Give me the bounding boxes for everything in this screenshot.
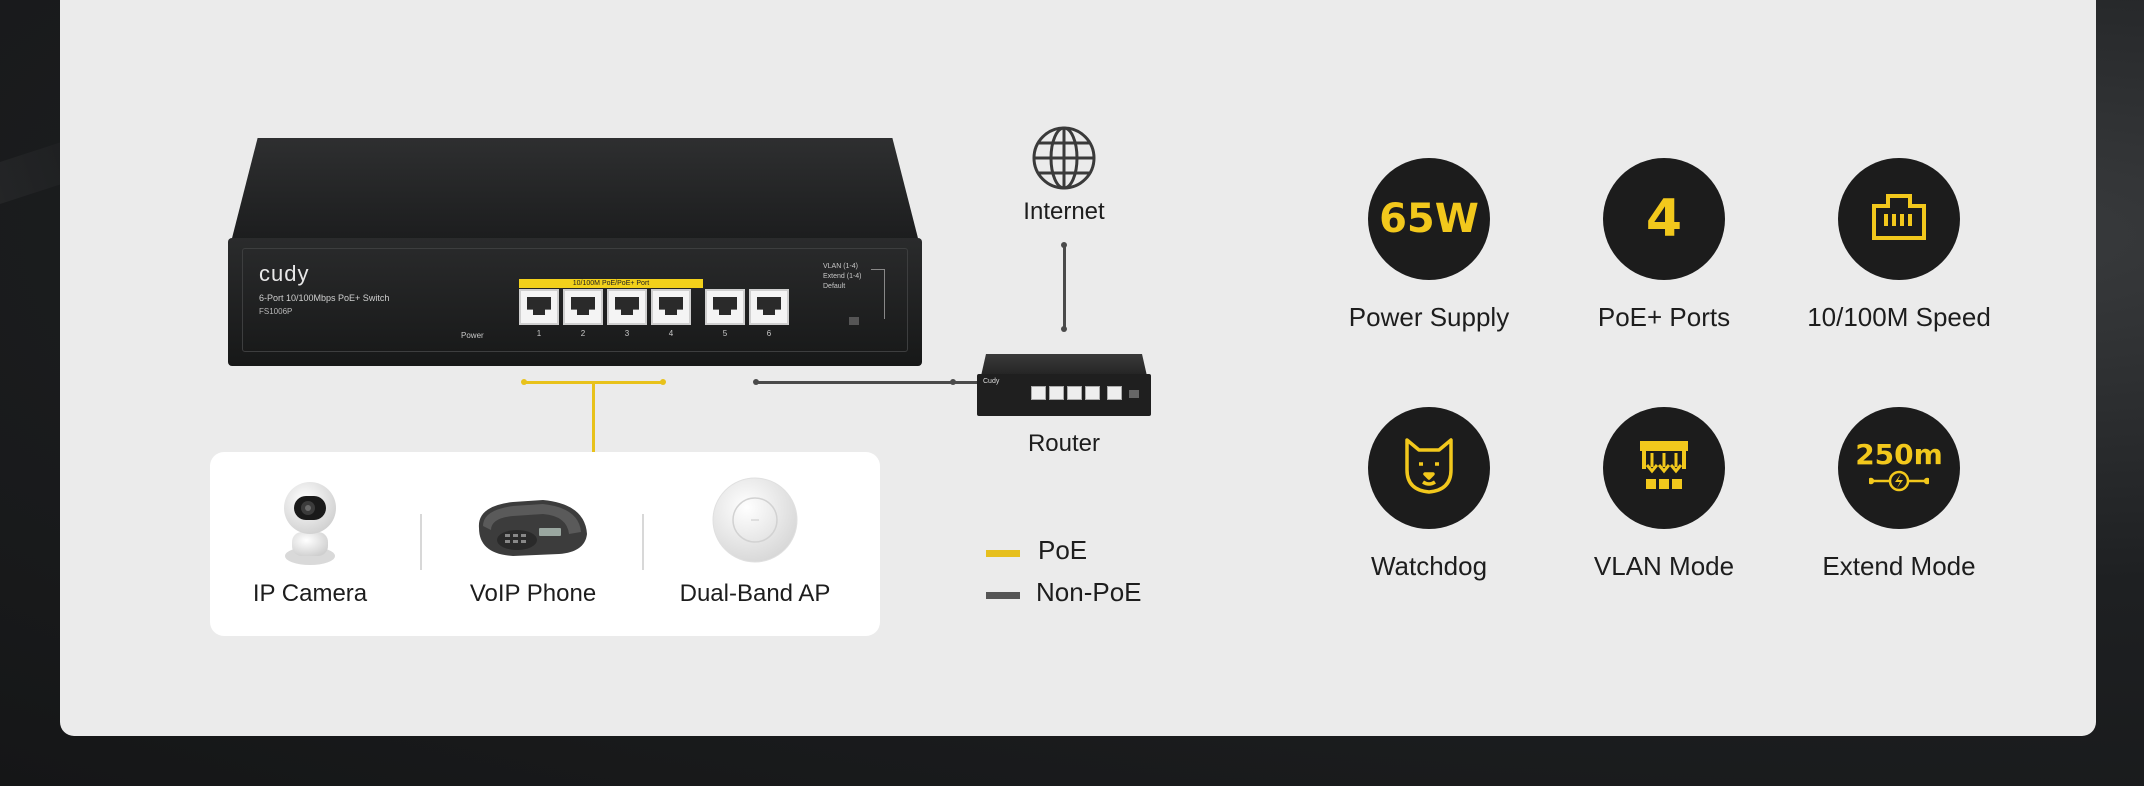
switch-top — [230, 138, 920, 246]
connector-dot — [753, 379, 759, 385]
router-label: Router — [1027, 430, 1101, 457]
router-port — [1107, 386, 1122, 400]
ip-camera-icon — [282, 480, 338, 566]
feature-poe-ports: 4 PoE+ Ports — [1549, 158, 1779, 333]
vlan-badge — [1603, 407, 1725, 529]
bolt-icon — [1867, 470, 1931, 496]
switch-model: 6-Port 10/100Mbps PoE+ Switch — [259, 293, 390, 303]
power-label: Power — [461, 331, 484, 340]
port-6 — [749, 289, 789, 325]
connector-dot — [521, 379, 527, 385]
feature-label: 10/100M Speed — [1807, 302, 1991, 332]
port-1 — [519, 289, 559, 325]
power-badge: 65W — [1368, 158, 1490, 280]
port-5 — [705, 289, 745, 325]
router-front: Cudy — [977, 374, 1151, 416]
device-access-point: Dual-Band AP — [655, 452, 855, 636]
product-panel: cudy 6-Port 10/100Mbps PoE+ Switch FS100… — [60, 0, 2096, 736]
feature-extend: 250m Extend Mode — [1784, 407, 2014, 582]
internet-label: Internet — [1023, 198, 1105, 225]
mode-label: Extend (1-4) — [823, 273, 862, 280]
non-poe-line — [756, 381, 978, 384]
port-number: 2 — [580, 329, 586, 338]
watchdog-badge — [1368, 407, 1490, 529]
internet-line — [1063, 244, 1066, 330]
router-device: Cudy — [977, 354, 1151, 416]
port-number: 4 — [668, 329, 674, 338]
ports-value: 4 — [1645, 189, 1683, 249]
legend-non-poe-label: Non-PoE — [1036, 577, 1142, 607]
feature-label: Watchdog — [1370, 551, 1488, 581]
extend-badge: 250m — [1838, 407, 1960, 529]
feature-label: PoE+ Ports — [1597, 302, 1731, 332]
power-value: 65W — [1379, 196, 1479, 242]
device-label: VoIP Phone — [469, 580, 597, 607]
device-voip-phone: VoIP Phone — [433, 452, 633, 636]
router-port — [1031, 386, 1046, 400]
device-ip-camera: IP Camera — [210, 452, 410, 636]
router-port — [1049, 386, 1064, 400]
speed-badge — [1838, 158, 1960, 280]
feature-label: VLAN Mode — [1593, 551, 1735, 581]
mode-label: VLAN (1-4) — [823, 263, 859, 270]
connector-dot — [660, 379, 666, 385]
router-top — [981, 354, 1147, 376]
device-label: IP Camera — [252, 580, 368, 607]
port-2 — [563, 289, 603, 325]
switch-sku: FS1006P — [259, 307, 293, 316]
router-port — [1085, 386, 1100, 400]
dog-icon — [1399, 436, 1459, 500]
feature-speed: 10/100M Speed — [1784, 158, 2014, 333]
switch-bezel: cudy 6-Port 10/100Mbps PoE+ Switch FS100… — [242, 248, 908, 352]
legend-poe-swatch — [986, 550, 1020, 557]
feature-label: Power Supply — [1348, 302, 1510, 332]
connector-dot — [1061, 242, 1067, 248]
port-number: 6 — [766, 329, 772, 338]
legend-non-poe-swatch — [986, 592, 1020, 599]
feature-power-supply: 65W Power Supply — [1314, 158, 1544, 333]
mode-switch — [849, 317, 859, 325]
switch-front: cudy 6-Port 10/100Mbps PoE+ Switch FS100… — [228, 238, 922, 366]
port-number: 3 — [624, 329, 630, 338]
ethernet-port-icon — [1870, 192, 1928, 246]
extend-value: 250m — [1855, 438, 1943, 471]
mode-bracket — [871, 269, 885, 319]
device-divider — [642, 514, 644, 570]
port-4 — [651, 289, 691, 325]
connector-dot — [950, 379, 956, 385]
globe-icon — [1030, 124, 1098, 192]
connector-dot — [1061, 326, 1067, 332]
switch-brand: cudy — [259, 261, 310, 286]
device-divider — [420, 514, 422, 570]
device-label: Dual-Band AP — [679, 580, 831, 607]
feature-watchdog: Watchdog — [1314, 407, 1544, 582]
router-port — [1067, 386, 1082, 400]
router-usb-port — [1129, 390, 1139, 398]
devices-card: IP Camera VoIP Phone — [210, 452, 880, 636]
port-3 — [607, 289, 647, 325]
voip-phone-icon — [473, 494, 591, 558]
mode-label: Default — [823, 283, 846, 290]
access-point-icon — [711, 476, 799, 564]
legend-poe-label: PoE — [1038, 535, 1088, 565]
port-number: 5 — [722, 329, 728, 338]
ports-badge: 4 — [1603, 158, 1725, 280]
port-number: 1 — [536, 329, 542, 338]
feature-vlan: VLAN Mode — [1549, 407, 1779, 582]
router-brand: Cudy — [983, 378, 1000, 385]
poe-strip: 10/100M PoE/PoE+ Port — [519, 279, 703, 288]
feature-label: Extend Mode — [1822, 551, 1976, 581]
vlan-icon — [1636, 439, 1692, 497]
poe-drop-line — [592, 382, 595, 452]
